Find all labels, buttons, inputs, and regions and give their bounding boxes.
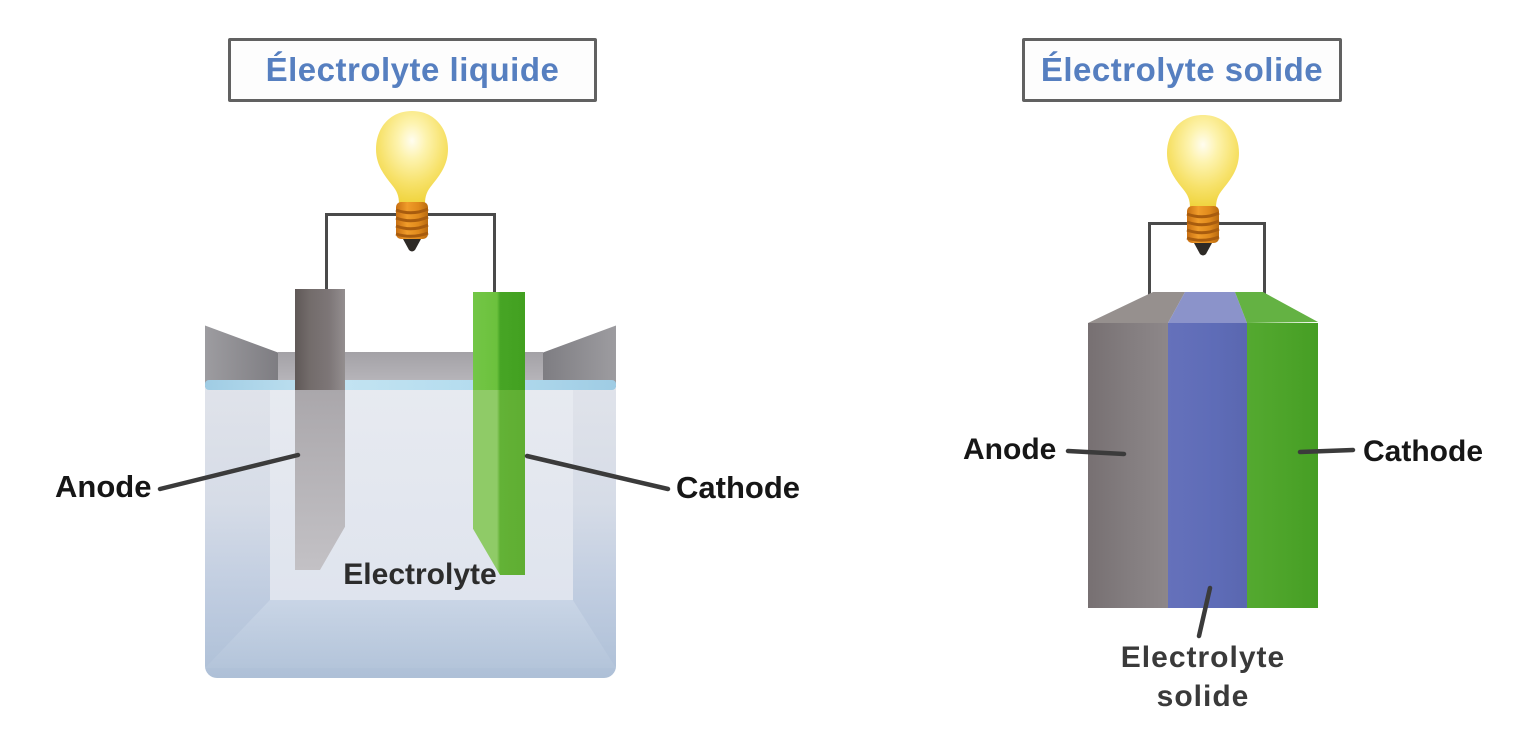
left-cathode-label: Cathode xyxy=(676,470,800,505)
light-bulb-icon xyxy=(374,109,450,253)
left-title-box: Électrolyte liquide xyxy=(228,38,597,102)
beaker-left-rim xyxy=(205,325,278,387)
left-title: Électrolyte liquide xyxy=(265,51,560,88)
left-cathode-electrode-above-liquid xyxy=(473,292,525,390)
right-title: Électrolyte solide xyxy=(1040,51,1324,88)
right-title-box: Électrolyte solide xyxy=(1022,38,1342,102)
left-anode-electrode-submerged xyxy=(295,390,345,570)
right-cathode-label: Cathode xyxy=(1363,435,1483,468)
liquid-electrolyte-label: Electrolyte xyxy=(343,558,497,591)
right-anode-layer xyxy=(1088,323,1168,608)
solid-electrolyte-label-line1: Electrolyte xyxy=(1120,641,1286,674)
left-anode-electrode-above-liquid xyxy=(295,289,345,390)
right-cathode-layer xyxy=(1247,323,1318,608)
right-block-top-face xyxy=(1088,292,1318,323)
solid-electrolyte-label: Electrolyte solide xyxy=(1100,638,1306,716)
beaker-right-rim xyxy=(543,325,616,387)
light-bulb-icon xyxy=(1165,113,1241,257)
liquid-surface-line xyxy=(205,380,616,390)
solid-electrolyte-label-line2: solide xyxy=(1156,680,1250,713)
left-anode-label: Anode xyxy=(55,469,152,504)
beaker-floor xyxy=(205,600,616,669)
right-anode-label: Anode xyxy=(963,433,1057,466)
right-solid-electrolyte-layer xyxy=(1168,323,1247,608)
